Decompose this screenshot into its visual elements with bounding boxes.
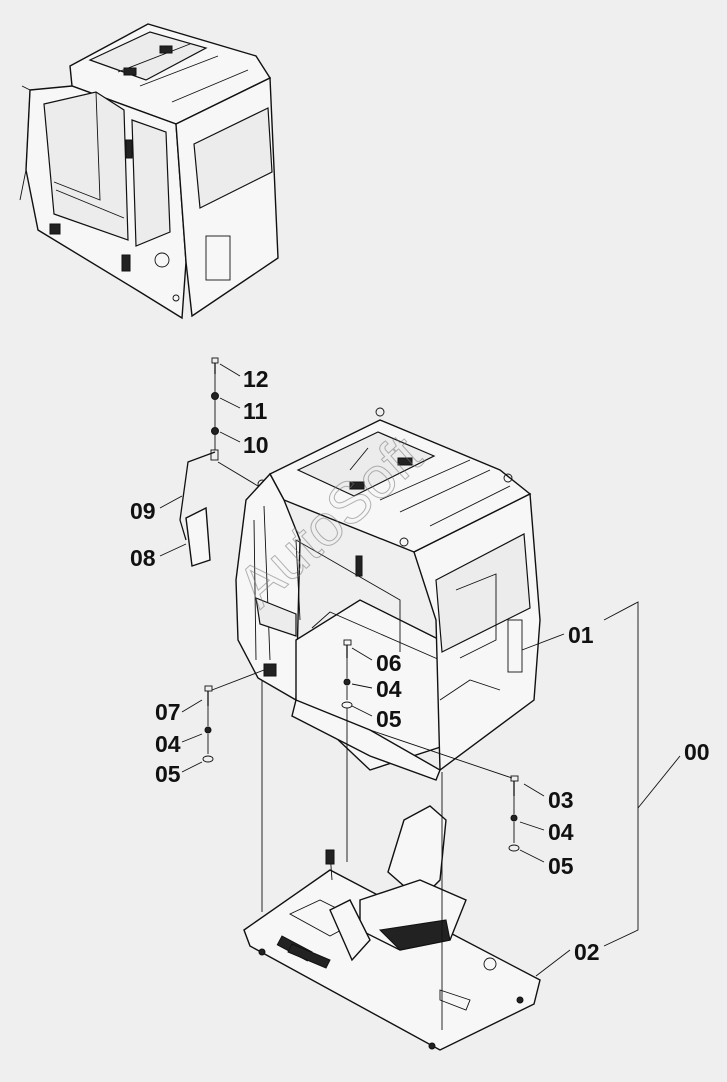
callout-08: 08 [130,545,156,571]
callout-00: 00 [684,739,710,765]
callout-12: 12 [243,366,269,392]
callout-04c: 04 [548,819,574,845]
part-washer-05b [202,755,214,763]
part-washer-04c [510,814,518,822]
part-washer-05c [508,844,520,852]
callout-09: 09 [130,498,156,524]
callout-04b: 04 [155,731,181,757]
callout-05a: 05 [376,706,402,732]
callout-05c: 05 [548,853,574,879]
part-washer-10 [211,427,219,435]
callout-11: 11 [243,398,268,424]
part-bolt-07 [204,685,213,706]
callout-07: 07 [155,699,181,725]
callout-01: 01 [568,622,594,648]
callout-10: 10 [243,432,269,458]
leader-lines [159,363,681,977]
callout-labels: 12 11 10 09 08 06 04 05 07 04 05 01 00 0… [130,366,710,965]
part-bolt-03 [510,775,519,796]
part-bolt-12 [211,357,219,374]
part-bolt-06 [343,639,352,658]
callout-05b: 05 [155,761,181,787]
part-washer-11 [211,392,219,400]
assembly-lines [207,374,515,1030]
floor-plate-illustration [243,805,541,1051]
cab-overview-illustration [19,23,279,320]
callout-06: 06 [376,650,402,676]
part-cover-08 [185,506,211,567]
callout-04a: 04 [376,676,402,702]
callout-02: 02 [574,939,600,965]
part-handrail-09 [179,449,219,541]
part-washer-04a [343,678,351,686]
part-washer-04b [204,726,212,734]
callout-03: 03 [548,787,574,813]
cab-main-illustration [235,407,541,781]
